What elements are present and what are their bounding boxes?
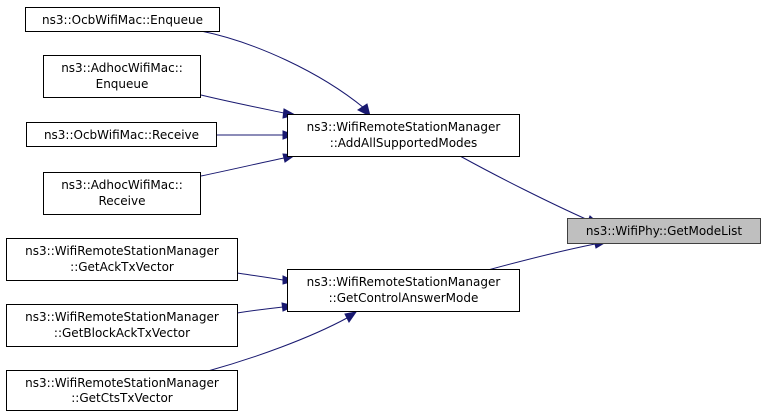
node-get-block-ack-tx-vector[interactable]: ns3::WifiRemoteStationManager ::GetBlock… [6,304,238,347]
edge-arrowhead [357,103,371,117]
edge-adhoc-enqueue-to-add-all-supported-modes [200,94,285,114]
node-adhoc-enqueue[interactable]: ns3::AdhocWifiMac:: Enqueue [43,55,201,98]
node-label-line-1: ns3::AdhocWifiMac:: [61,61,183,75]
edge-get-control-answer-mode-to-get-mode-list [487,243,596,271]
node-label: ns3::OcbWifiMac::Enqueue [42,13,203,27]
node-label-line-1: ns3::WifiRemoteStationManager [25,244,219,258]
edge-get-block-ack-tx-vector-to-get-control-answer-mode [236,306,284,314]
edge-arrowhead [344,311,358,323]
node-get-control-answer-mode[interactable]: ns3::WifiRemoteStationManager ::GetContr… [287,269,520,312]
node-label: ns3::WifiPhy::GetModeList [586,224,743,238]
node-label-line-1: ns3::WifiRemoteStationManager [25,310,219,324]
node-get-ack-tx-vector[interactable]: ns3::WifiRemoteStationManager ::GetAckTx… [6,238,238,281]
node-label-line-2: ::GetControlAnswerMode [329,291,479,305]
node-adhoc-receive[interactable]: ns3::AdhocWifiMac:: Receive [43,172,201,215]
node-ocb-receive[interactable]: ns3::OcbWifiMac::Receive [26,122,217,147]
node-get-mode-list[interactable]: ns3::WifiPhy::GetModeList [567,218,761,244]
edge-get-cts-tx-vector-to-get-control-answer-mode [207,317,348,372]
edge-get-ack-tx-vector-to-get-control-answer-mode [236,272,284,281]
edge-add-all-supported-modes-to-get-mode-list [459,155,589,221]
node-label-line-2: ::GetBlockAckTxVector [54,326,190,340]
node-label-line-1: ns3::AdhocWifiMac:: [61,178,183,192]
node-add-all-supported-modes[interactable]: ns3::WifiRemoteStationManager ::AddAllSu… [287,114,520,157]
node-label-line-1: ns3::WifiRemoteStationManager [25,376,219,390]
node-label: ns3::OcbWifiMac::Receive [44,128,199,142]
edges-layer [200,30,608,372]
node-ocb-enqueue[interactable]: ns3::OcbWifiMac::Enqueue [25,7,220,32]
node-label-line-1: ns3::WifiRemoteStationManager [307,120,501,134]
node-label-line-1: ns3::WifiRemoteStationManager [307,275,501,289]
node-label-line-2: ::GetAckTxVector [70,260,174,274]
node-label-line-2: Enqueue [96,77,149,91]
edge-ocb-enqueue-to-add-all-supported-modes [200,30,365,109]
node-label-line-2: ::GetCtsTxVector [71,391,173,405]
edge-adhoc-receive-to-add-all-supported-modes [200,157,285,177]
node-label-line-2: Receive [99,194,146,208]
nodes-layer: ns3::OcbWifiMac::Enqueue ns3::AdhocWifiM… [6,7,761,411]
node-label-line-2: ::AddAllSupportedModes [330,136,478,150]
node-get-cts-tx-vector[interactable]: ns3::WifiRemoteStationManager ::GetCtsTx… [6,370,238,411]
